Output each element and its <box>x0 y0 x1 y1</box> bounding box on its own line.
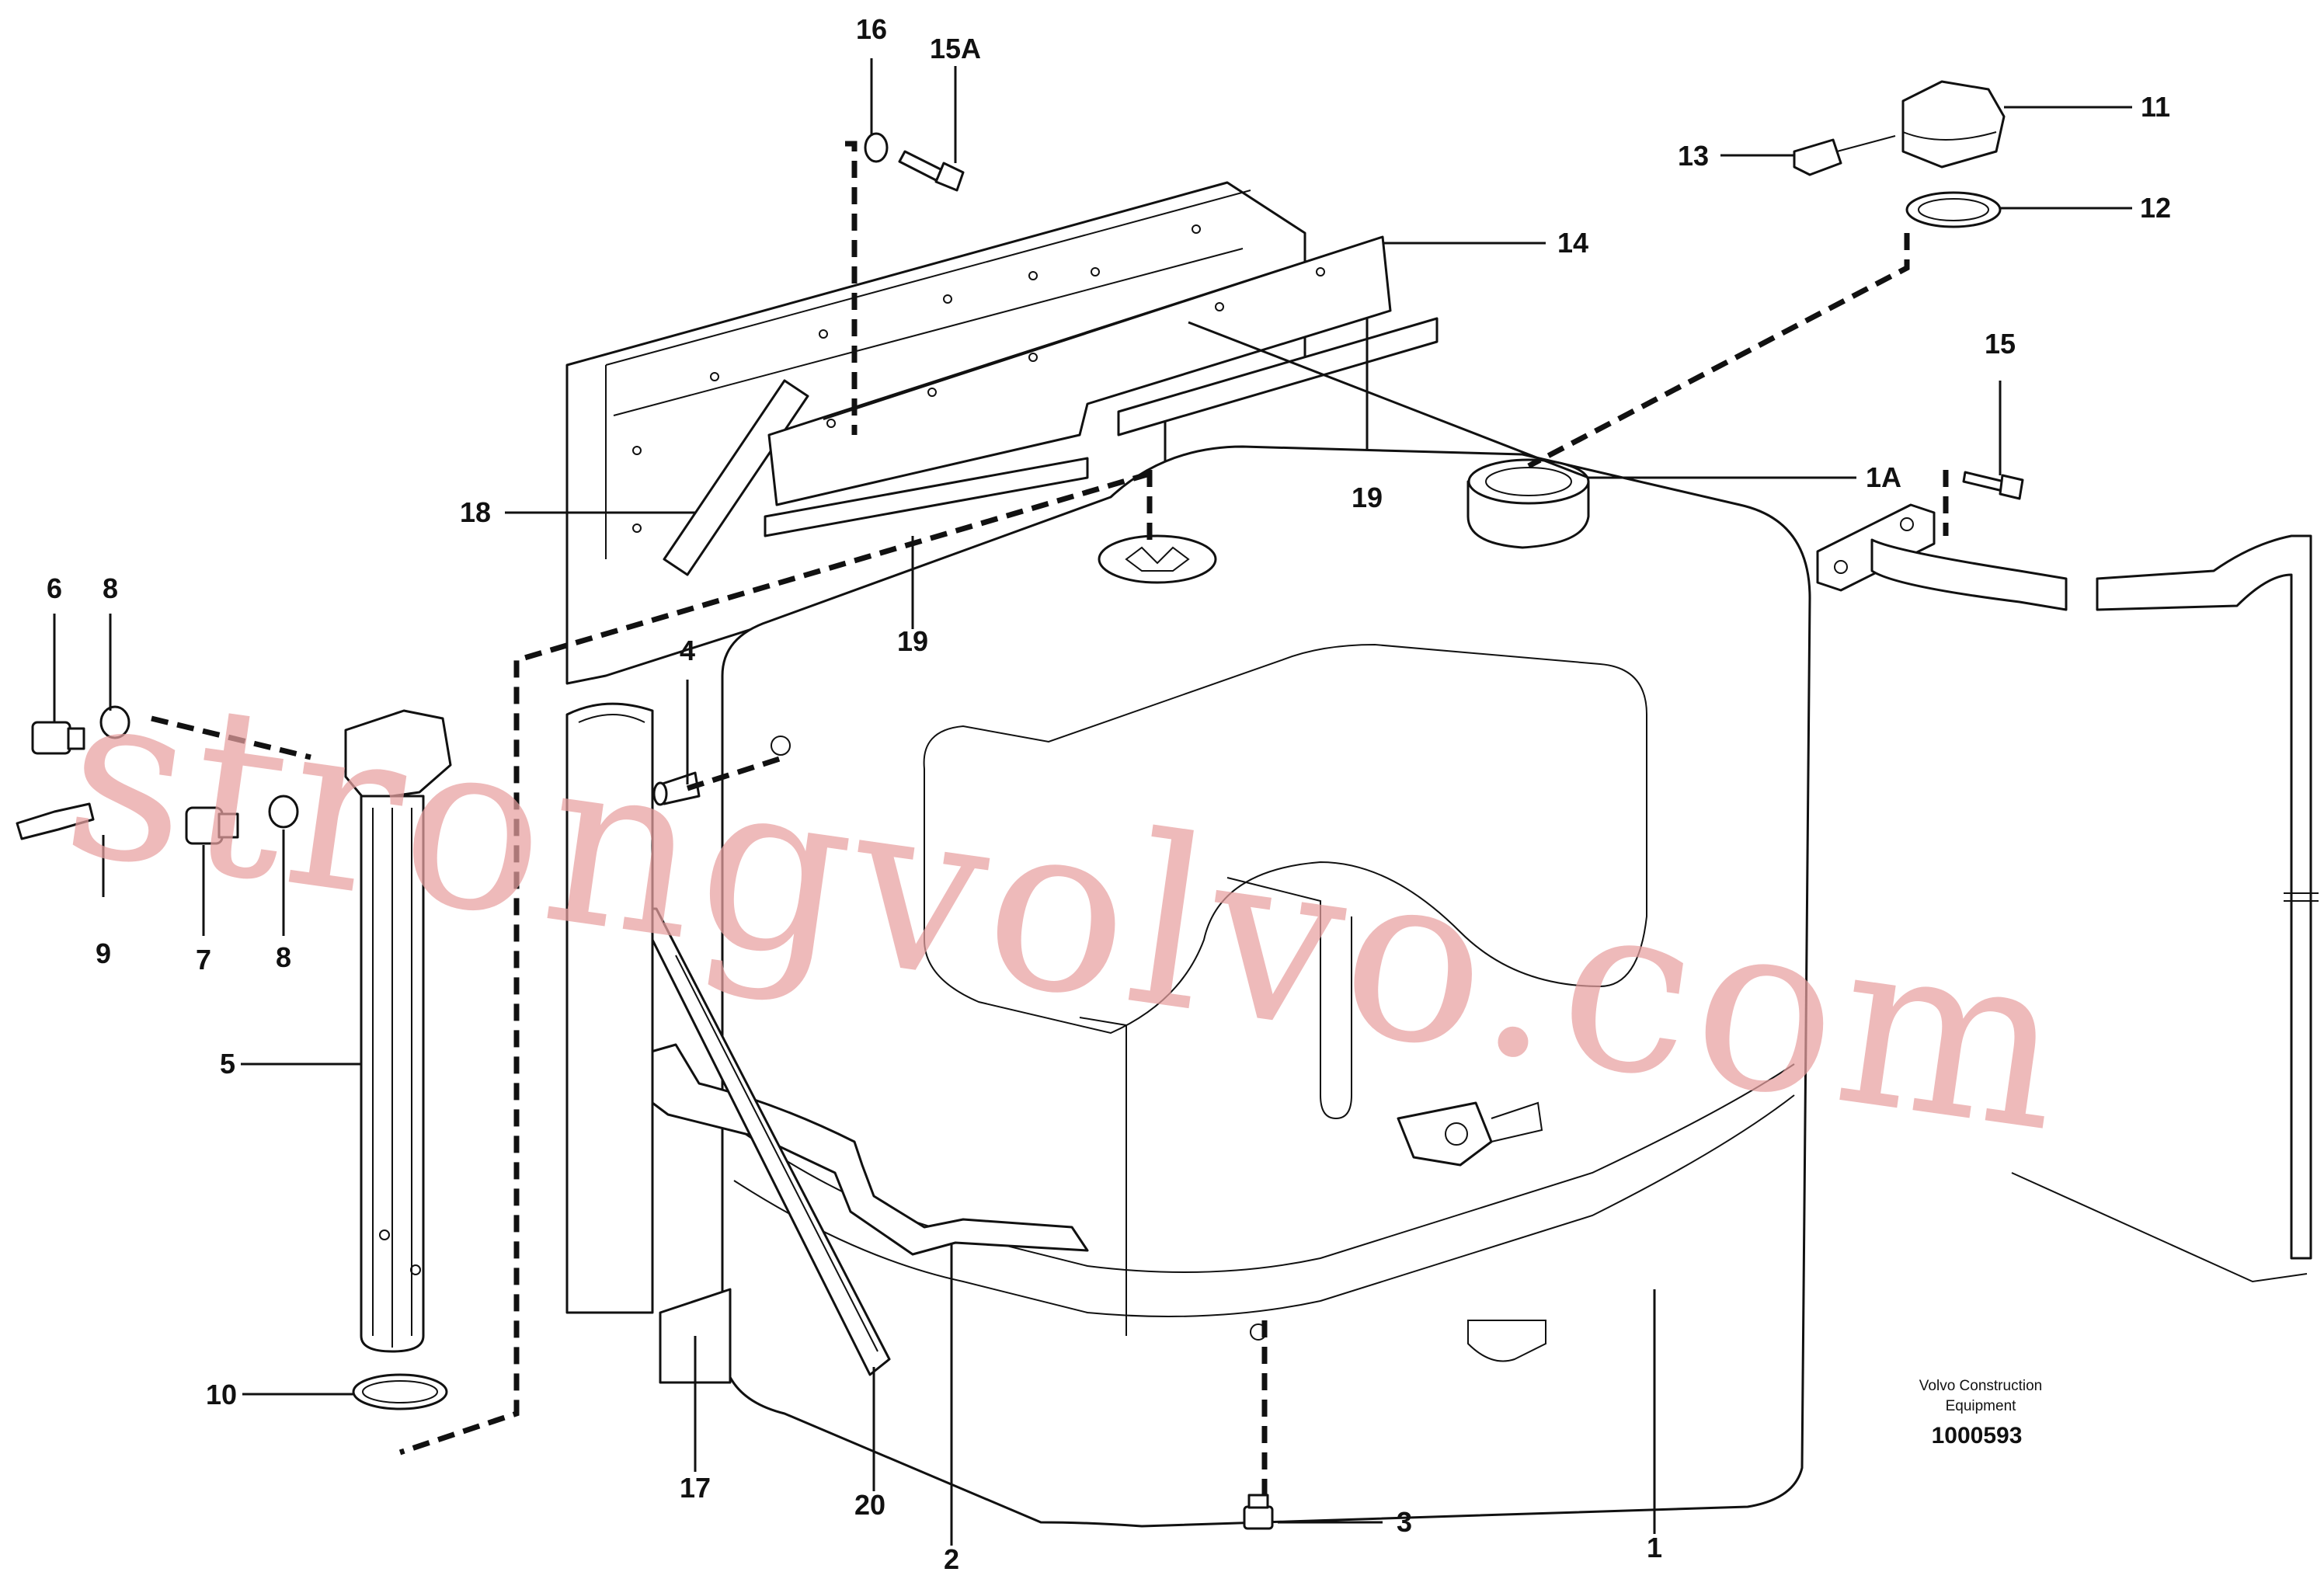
callout-9: 9 <box>96 937 111 969</box>
callout-labels: 16 15A 11 13 12 14 15 1A 19 18 19 4 6 8 … <box>47 13 2171 1575</box>
callout-17: 17 <box>680 1472 711 1504</box>
callout-16: 16 <box>856 13 887 45</box>
fitting-9 <box>16 802 95 840</box>
bolt-15a <box>898 150 965 192</box>
callout-11: 11 <box>2141 91 2170 123</box>
callout-5: 5 <box>220 1048 235 1080</box>
callout-20: 20 <box>854 1489 885 1521</box>
pipe-post <box>565 702 654 1314</box>
fuel-tank <box>721 445 1811 1528</box>
key-13 <box>1793 135 1896 176</box>
callout-18: 18 <box>460 496 491 528</box>
assembly-lines <box>151 141 1949 1495</box>
washer-16 <box>864 132 889 163</box>
bracket-14 <box>767 235 1392 506</box>
callout-2: 2 <box>944 1543 959 1575</box>
fitting-6 <box>31 721 85 755</box>
bolt-15 <box>1962 471 2024 500</box>
callout-19-right: 19 <box>1352 482 1383 513</box>
right-pipe <box>1816 503 2319 1283</box>
sender-opening <box>1098 534 1217 584</box>
spacer-19-right <box>1117 317 1439 436</box>
callout-8-top: 8 <box>103 572 118 604</box>
callout-8-bottom: 8 <box>276 941 291 973</box>
vent-4 <box>652 771 701 806</box>
callout-13: 13 <box>1678 140 1709 172</box>
leader-lines <box>53 58 2132 1546</box>
callout-10: 10 <box>206 1379 237 1410</box>
callout-19-left: 19 <box>897 625 928 657</box>
callout-14: 14 <box>1557 227 1588 259</box>
callout-12: 12 <box>2140 192 2171 224</box>
fitting-7 <box>185 806 239 845</box>
callout-3: 3 <box>1397 1506 1412 1538</box>
credit-block: Volvo Construction Equipment 1000593 <box>1919 1378 2042 1449</box>
gasket-12 <box>1905 191 2002 228</box>
credit-line2: Equipment <box>1946 1398 2017 1414</box>
callout-1: 1 <box>1647 1532 1662 1563</box>
filler-neck <box>1466 458 1590 549</box>
o-ring-8-bottom <box>268 795 299 829</box>
strap-2 <box>647 1043 1543 1256</box>
callout-1a: 1A <box>1866 461 1901 493</box>
callout-15a: 15A <box>930 33 981 64</box>
o-ring-8-top <box>99 705 130 739</box>
callout-4: 4 <box>680 635 695 666</box>
callout-6: 6 <box>47 572 62 604</box>
spacer-19-left <box>764 457 1089 537</box>
o-ring-10 <box>352 1373 448 1410</box>
drain-plug-3 <box>1243 1494 1274 1530</box>
filler-cap <box>1901 80 2006 169</box>
sender-unit-5 <box>344 709 452 1353</box>
credit-line1: Volvo Construction <box>1919 1378 2042 1394</box>
drawing-number: 1000593 <box>1932 1423 2023 1449</box>
callout-15: 15 <box>1985 328 2016 360</box>
callout-7: 7 <box>196 944 211 976</box>
